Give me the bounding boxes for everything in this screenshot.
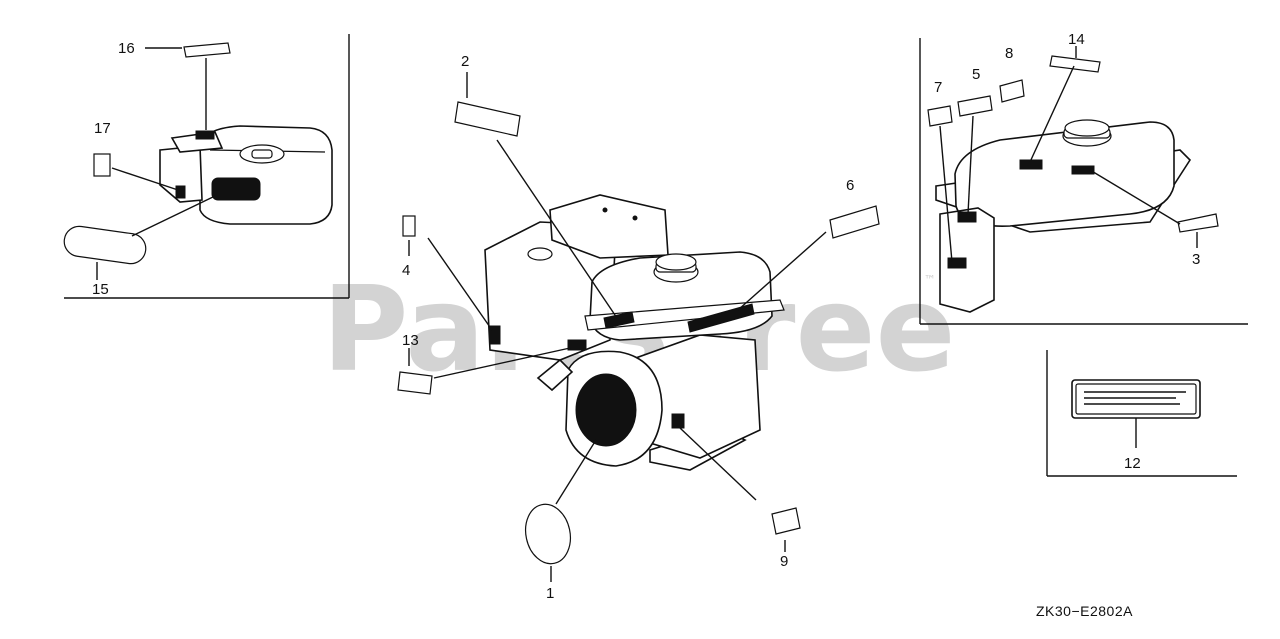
inset-fuel-tank: 7 5 8 14 3 <box>919 31 1248 325</box>
callout-7: 7 <box>934 79 942 96</box>
callout-15: 15 <box>92 281 109 298</box>
callout-5: 5 <box>972 66 980 83</box>
drawing-code: ZK30−E2802A <box>1036 603 1133 619</box>
callout-14: 16 <box>118 40 135 57</box>
callout-13: 14 <box>1068 31 1085 48</box>
callout-8: 8 <box>1005 45 1013 62</box>
callout-4: 4 <box>402 262 410 279</box>
callout-9: 9 <box>780 553 788 570</box>
callout-16: 17 <box>94 120 111 137</box>
callout-1: 1 <box>546 585 554 602</box>
inset-label-plate: 12 <box>1046 350 1237 477</box>
engine-assembly: 2 6 4 13 9 1 <box>397 53 880 602</box>
callout-12: 12 <box>1124 455 1141 472</box>
callout-6: 6 <box>846 177 854 194</box>
callout-17: 13 <box>402 332 419 349</box>
watermark-trademark: ™ <box>924 273 936 287</box>
callout-3: 3 <box>1192 251 1200 268</box>
callout-2: 2 <box>461 53 469 70</box>
inset-air-cleaner: 16 17 15 <box>63 34 350 299</box>
